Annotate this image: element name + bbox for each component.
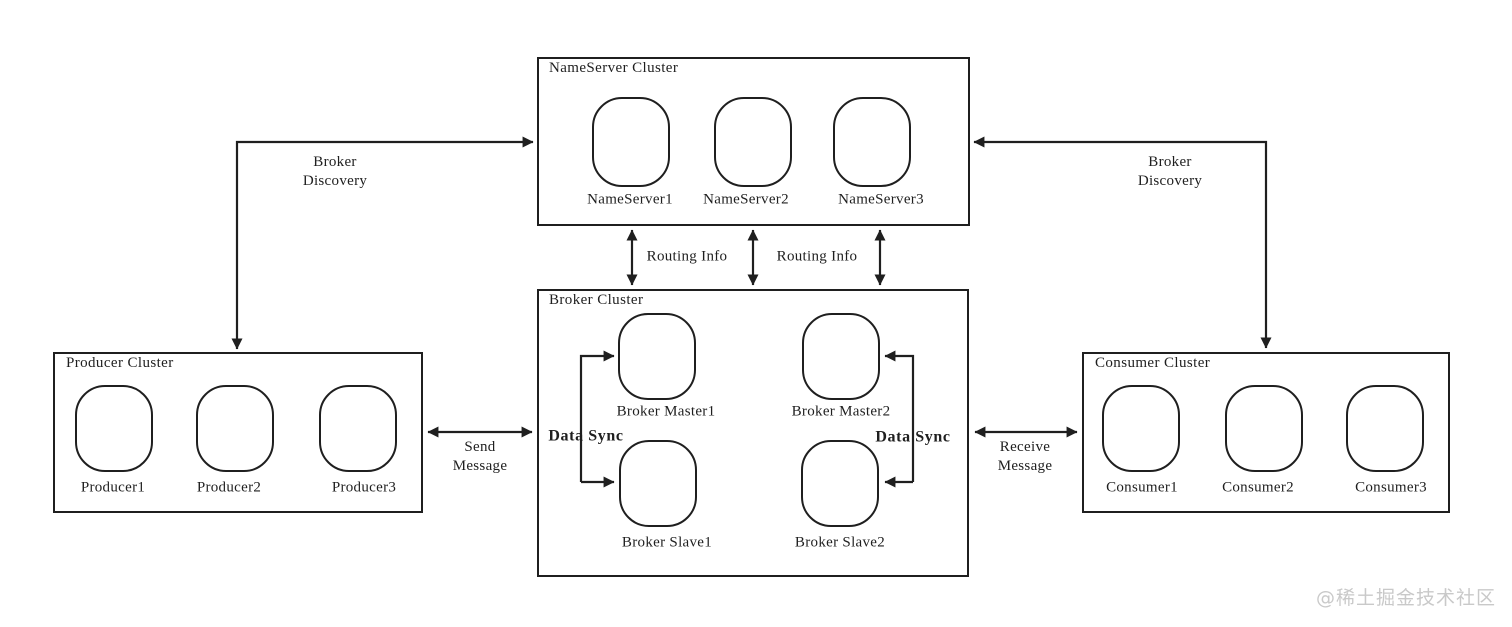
producer2-label: Producer2 [196,479,262,496]
nameserver1-shape [592,97,670,187]
producer2-shape [196,385,274,472]
consumer3-shape [1346,385,1424,472]
receive-message-line2: Message [997,458,1053,474]
routing-info-left-label: Routing Info [646,248,728,265]
nameserver3-shape [833,97,911,187]
broker-discovery-right-label: Broker Discovery [1138,153,1202,191]
nameserver3-label: NameServer3 [838,191,924,208]
consumer3-label: Consumer3 [1355,479,1427,496]
broker-discovery-left-arrow [231,136,534,350]
broker-discovery-right-line1: Broker [1148,154,1192,170]
nameserver-cluster-title: NameServer Cluster [549,60,679,76]
send-message-line2: Message [452,458,508,474]
consumer1-shape [1102,385,1180,472]
consumer-cluster-title: Consumer Cluster [1095,355,1211,371]
consumer2-shape [1225,385,1303,472]
broker-cluster-box [537,289,969,577]
producer3-shape [319,385,397,472]
data-sync-left-label: Data Sync [548,427,624,445]
consumer-cluster-box [1082,352,1450,513]
broker-master1-shape [618,313,696,400]
producer-cluster-title: Producer Cluster [66,355,174,371]
nameserver2-label: NameServer2 [703,191,789,208]
broker-cluster-title: Broker Cluster [549,292,644,308]
data-sync-left-to-master1 [579,350,615,482]
broker-master1-label: Broker Master1 [616,403,716,420]
data-sync-right-to-master2 [884,350,915,482]
producer1-shape [75,385,153,472]
nameserver-cluster-box [537,57,970,226]
data-sync-right-label: Data Sync [875,428,951,446]
broker-discovery-left-line2: Discovery [302,173,368,189]
send-message-label: Send Message [453,438,508,476]
broker-slave1-label: Broker Slave1 [621,534,713,551]
watermark: @稀土掘金技术社区 [1315,587,1496,609]
broker-master2-label: Broker Master2 [791,403,891,420]
producer-cluster-box [53,352,423,513]
send-message-line1: Send [464,439,496,455]
broker-discovery-right-arrow [973,136,1272,349]
nameserver1-label: NameServer1 [587,191,673,208]
broker-discovery-left-line1: Broker [313,154,357,170]
broker-discovery-left-label: Broker Discovery [303,153,367,191]
receive-message-label: Receive Message [998,438,1053,476]
broker-slave2-label: Broker Slave2 [794,534,886,551]
broker-slave1-shape [619,440,697,527]
producer3-label: Producer3 [331,479,397,496]
routing-info-right-label: Routing Info [776,248,858,265]
consumer2-label: Consumer2 [1222,479,1294,496]
consumer1-label: Consumer1 [1106,479,1178,496]
broker-master2-shape [802,313,880,400]
receive-message-line1: Receive [999,439,1051,455]
nameserver2-shape [714,97,792,187]
broker-slave2-shape [801,440,879,527]
producer1-label: Producer1 [80,479,146,496]
broker-discovery-right-line2: Discovery [1137,173,1203,189]
